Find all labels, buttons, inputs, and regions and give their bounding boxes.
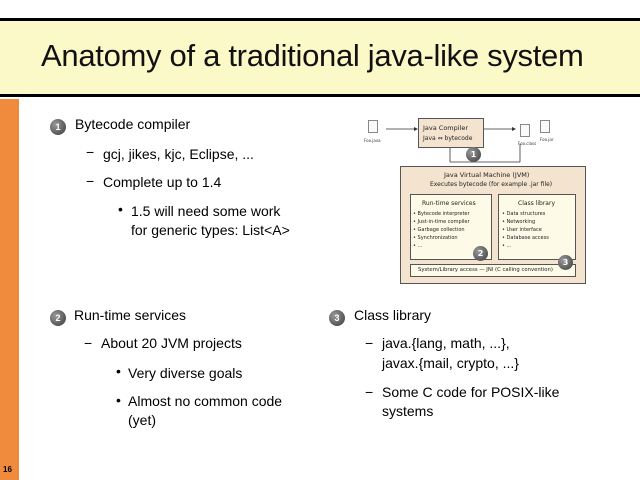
runtime-item: • Synchronization <box>413 235 458 241</box>
stripe-gap-top <box>0 0 19 18</box>
section2-heading: Run-time services <box>74 307 187 323</box>
classlib-item: • User interface <box>502 227 542 233</box>
section3-item2-line2: systems <box>382 403 434 419</box>
jvm-subtitle: Executes bytecode (for example .jar file… <box>430 181 553 188</box>
left-accent-stripe <box>0 0 19 480</box>
section2-subitem-2: Almost no common code <box>128 393 283 409</box>
page-number: 16 <box>3 465 12 474</box>
class-file-icon <box>520 124 530 137</box>
classlib-title: Class library <box>518 200 555 207</box>
dash-marker: − <box>365 335 374 351</box>
section1-heading: Bytecode compiler <box>75 116 191 132</box>
slide-title: Anatomy of a traditional java-like syste… <box>41 38 584 73</box>
section2-badge: 2 <box>50 310 66 326</box>
section1-subitem-line1: 1.5 will need some work <box>131 203 281 219</box>
section2-subitem-1: Very diverse goals <box>128 365 243 381</box>
java-file-icon <box>368 120 378 133</box>
runtime-title: Run-time services <box>422 200 476 207</box>
section3-item1-line2: javax.{mail, crypto, ...} <box>382 355 519 371</box>
jvm-title: Java Virtual Machine (JVM) <box>444 171 530 179</box>
classlib-item: • Data structures <box>502 211 546 217</box>
section1-item-1: gcj, jikes, kjc, Eclipse, ... <box>103 146 254 162</box>
dash-marker: − <box>84 335 93 351</box>
title-rule-top <box>0 18 640 21</box>
class-library-box <box>498 194 576 260</box>
section3-item1-line1: java.{lang, math, ...}, <box>382 335 510 351</box>
section3-badge: 3 <box>329 310 345 326</box>
section3-heading: Class library <box>354 307 432 323</box>
title-band <box>0 21 640 94</box>
jvm-architecture-diagram: Foo.java Java Compiler Java ⇔ bytecode F… <box>360 114 592 286</box>
bullet-marker: • <box>118 201 123 217</box>
section1-item-2: Complete up to 1.4 <box>103 174 222 190</box>
diagram-badge-2: 2 <box>473 246 488 261</box>
runtime-item: • Garbage collection <box>413 227 465 233</box>
classlib-item: • ... <box>502 243 512 249</box>
class-file-label: Foo.class <box>518 141 537 146</box>
java-compiler-box <box>418 118 484 148</box>
classlib-item: • Database access <box>502 235 549 241</box>
compiler-subtitle: Java ⇔ bytecode <box>423 135 473 142</box>
bullet-marker: • <box>116 392 121 408</box>
diagram-badge-1: 1 <box>466 147 481 162</box>
section2-item: About 20 JVM projects <box>101 335 242 351</box>
compiler-title: Java Compiler <box>423 124 469 132</box>
dash-marker: − <box>86 144 95 160</box>
runtime-item: • Just-in-time compiler <box>413 219 470 225</box>
jar-file-label: Foo.jar <box>540 137 554 142</box>
dash-marker: − <box>365 384 374 400</box>
title-rule-bottom <box>0 94 640 97</box>
runtime-item: • ... <box>413 243 423 249</box>
diagram-arrows <box>386 127 521 163</box>
source-file-label: Foo.java <box>364 138 381 143</box>
section2-subitem-2-cont: (yet) <box>128 412 156 428</box>
classlib-item: • Networking <box>502 219 536 225</box>
system-access-label: System/Library access — JNI (C calling c… <box>418 267 553 273</box>
system-access-bar <box>410 264 576 277</box>
section1-subitem-line2: for generic types: List<A> <box>131 222 290 238</box>
diagram-badge-3: 3 <box>558 255 573 270</box>
jar-file-icon <box>540 120 550 133</box>
bullet-marker: • <box>116 363 121 379</box>
runtime-item: • Bytecode interpreter <box>413 211 470 217</box>
dash-marker: − <box>86 173 95 189</box>
section1-badge: 1 <box>50 119 66 135</box>
section3-item2-line1: Some C code for POSIX-like <box>382 384 560 400</box>
